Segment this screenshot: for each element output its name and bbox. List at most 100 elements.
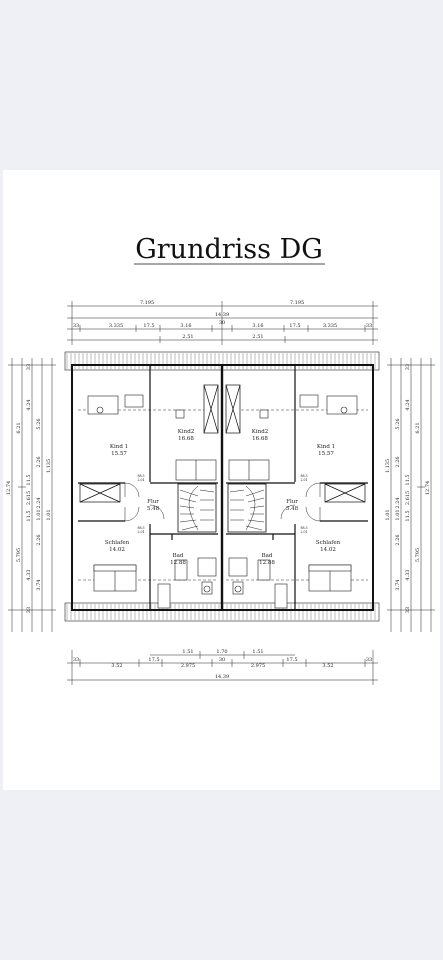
room-kind1-left-name: Kind 1 (110, 444, 128, 450)
room-schlafen-right-area: 14.02 (320, 547, 336, 553)
dim-right-col-b-3: 1.01 (395, 509, 401, 520)
dim-top-row-0: 33 (73, 323, 79, 329)
dim-left-col-a-2: 11.5 (26, 474, 32, 485)
dim-bottom-row-0: 33 (73, 657, 79, 663)
room-schlafen-left-area: 14.02 (109, 547, 125, 553)
room-flur-left-area: 5.48 (147, 506, 160, 512)
dim-bottom-row-4: 30 (219, 657, 225, 663)
room-flur-left-name: Flur (147, 499, 159, 505)
dim-left-col-a-6: 33 (26, 607, 32, 613)
furniture (87, 394, 358, 609)
dim-top-row-4: 30 (219, 320, 225, 326)
dim-left-col-b-5: 3.74 (36, 579, 42, 590)
dim-right-col-a-0: 33 (405, 364, 411, 370)
door-tag-d-size: 88.5 (300, 526, 307, 530)
dim-bottom-inner-0: 1.51 (182, 649, 193, 655)
door-tag-c-height: 2.01 (300, 478, 307, 482)
door-tag-a-size: 88.5 (137, 474, 144, 478)
dim-top-row-7: 3.335 (323, 323, 337, 329)
dim-left-col-b-2: 2.24 (36, 497, 42, 508)
shaft-blocks (79, 384, 366, 503)
door-tag-b-size: 88.5 (137, 526, 144, 530)
dim-bottom-row-3: 2.975 (181, 663, 195, 669)
room-kind2-right-area: 16.68 (252, 436, 268, 442)
room-kind2-right-name: Kind2 (252, 429, 268, 435)
dim-left-col-b-0: 5.26 (36, 418, 42, 429)
dim-right-col-c-1: 1.01 (385, 509, 391, 520)
dim-top-half-left: 7.195 (140, 300, 154, 306)
staircase-left (177, 483, 217, 533)
dim-left-col-b-4: 2.26 (36, 534, 42, 545)
dim-top-row-3: 3.16 (180, 323, 191, 329)
room-kind1-right-area: 15.57 (318, 451, 334, 457)
dim-left-col-c-0: 1.135 (46, 459, 52, 473)
dim-bottom-inner-1: 1.70 (216, 649, 227, 655)
room-kind1-left-area: 15.57 (111, 451, 127, 457)
room-bad-right-name: Bad (262, 553, 273, 559)
dim-right-col-a-5: 4.33 (405, 569, 411, 580)
room-kind2-left-area: 16.68 (178, 436, 194, 442)
dim-right-col-b-1: 2.26 (395, 456, 401, 467)
dim-bottom-row-6: 17.5 (286, 657, 297, 663)
building-outline (71, 364, 374, 611)
staircase-right (227, 483, 267, 533)
dim-left-col-b-3: 1.01 (36, 509, 42, 520)
room-kind2-left-name: Kind2 (178, 429, 194, 435)
dim-bottom-row-2: 17.5 (148, 657, 159, 663)
dim-right-col-a-2: 11.5 (405, 474, 411, 485)
dim-bottom-row-1: 3.52 (111, 663, 122, 669)
left-dimensions: 12.746.215.795334.2411.52.61511.54.33335… (6, 358, 56, 632)
dim-bottom-row-7: 3.52 (322, 663, 333, 669)
bottom-dimensions: 1.51 1.70 1.51 33 3.52 17.5 2.975 30 2.9… (67, 649, 378, 685)
room-kind1-right-name: Kind 1 (317, 444, 335, 450)
doors (124, 482, 321, 522)
right-dimensions: 1.1351.015.262.262.241.012.263.74334.241… (385, 358, 435, 632)
dim-top-inner-left: 2.51 (182, 334, 193, 340)
dim-left-col-a-0: 33 (26, 364, 32, 370)
dim-right-col-a-4: 11.5 (405, 510, 411, 521)
door-tag-d-height: 2.01 (300, 530, 307, 534)
dim-right-col-b-2: 2.24 (395, 497, 401, 508)
top-dimensions: 7.195 7.195 14.39 33 3.335 17.5 3.16 30 … (67, 300, 378, 345)
dim-left-col-c-1: 1.01 (46, 509, 52, 520)
dim-top-row-8: 33 (366, 323, 372, 329)
dim-right-col-c-0: 1.135 (385, 459, 391, 473)
dim-top-row-2: 17.5 (143, 323, 154, 329)
dim-right-col-a-6: 33 (405, 607, 411, 613)
dim-top-row-5: 3.16 (252, 323, 263, 329)
dim-right-col-b-0: 5.26 (395, 418, 401, 429)
dim-left-col-a-1: 4.24 (26, 399, 32, 410)
dim-top-row-6: 17.5 (289, 323, 300, 329)
dim-right-col-b-5: 3.74 (395, 579, 401, 590)
door-tags: 88.5 2.01 88.5 2.01 88.5 2.01 88.5 2.01 (137, 474, 307, 534)
dim-top-half-right: 7.195 (290, 300, 304, 306)
room-schlafen-left-name: Schlafen (105, 540, 130, 546)
page-title: Grundriss DG (135, 234, 323, 265)
dim-left-col-b-1: 2.26 (36, 456, 42, 467)
room-bad-left-name: Bad (173, 553, 184, 559)
dim-left-col-a-5: 4.33 (26, 569, 32, 580)
dim-top-total: 14.39 (215, 312, 229, 318)
room-flur-right-area: 5.48 (286, 506, 299, 512)
room-labels: Kind 1 15.57 Kind2 16.68 Kind2 16.68 Kin… (105, 429, 341, 566)
dim-left-total-0: 12.74 (6, 481, 12, 495)
dim-right-lower-0: 5.795 (415, 548, 421, 562)
dim-right-col-b-4: 2.26 (395, 534, 401, 545)
dim-left-upper-0: 6.21 (16, 422, 22, 433)
dim-bottom-row-5: 2.975 (251, 663, 265, 669)
dim-bottom-total: 14.39 (215, 674, 229, 680)
dim-bottom-row-8: 33 (366, 657, 372, 663)
dim-left-col-a-4: 11.5 (26, 510, 32, 521)
door-tag-b-height: 2.01 (137, 530, 144, 534)
dim-right-col-a-1: 4.24 (405, 399, 411, 410)
dim-top-inner-right: 2.51 (252, 334, 263, 340)
door-tag-a-height: 2.01 (137, 478, 144, 482)
room-bad-right-area: 12.88 (259, 560, 275, 566)
room-schlafen-right-name: Schlafen (316, 540, 341, 546)
dim-right-total-0: 12.74 (425, 481, 431, 495)
dim-bottom-inner-2: 1.51 (252, 649, 263, 655)
dim-right-col-a-3: 2.615 (405, 491, 411, 505)
dim-top-row-1: 3.335 (109, 323, 123, 329)
dim-right-upper-0: 6.21 (415, 422, 421, 433)
